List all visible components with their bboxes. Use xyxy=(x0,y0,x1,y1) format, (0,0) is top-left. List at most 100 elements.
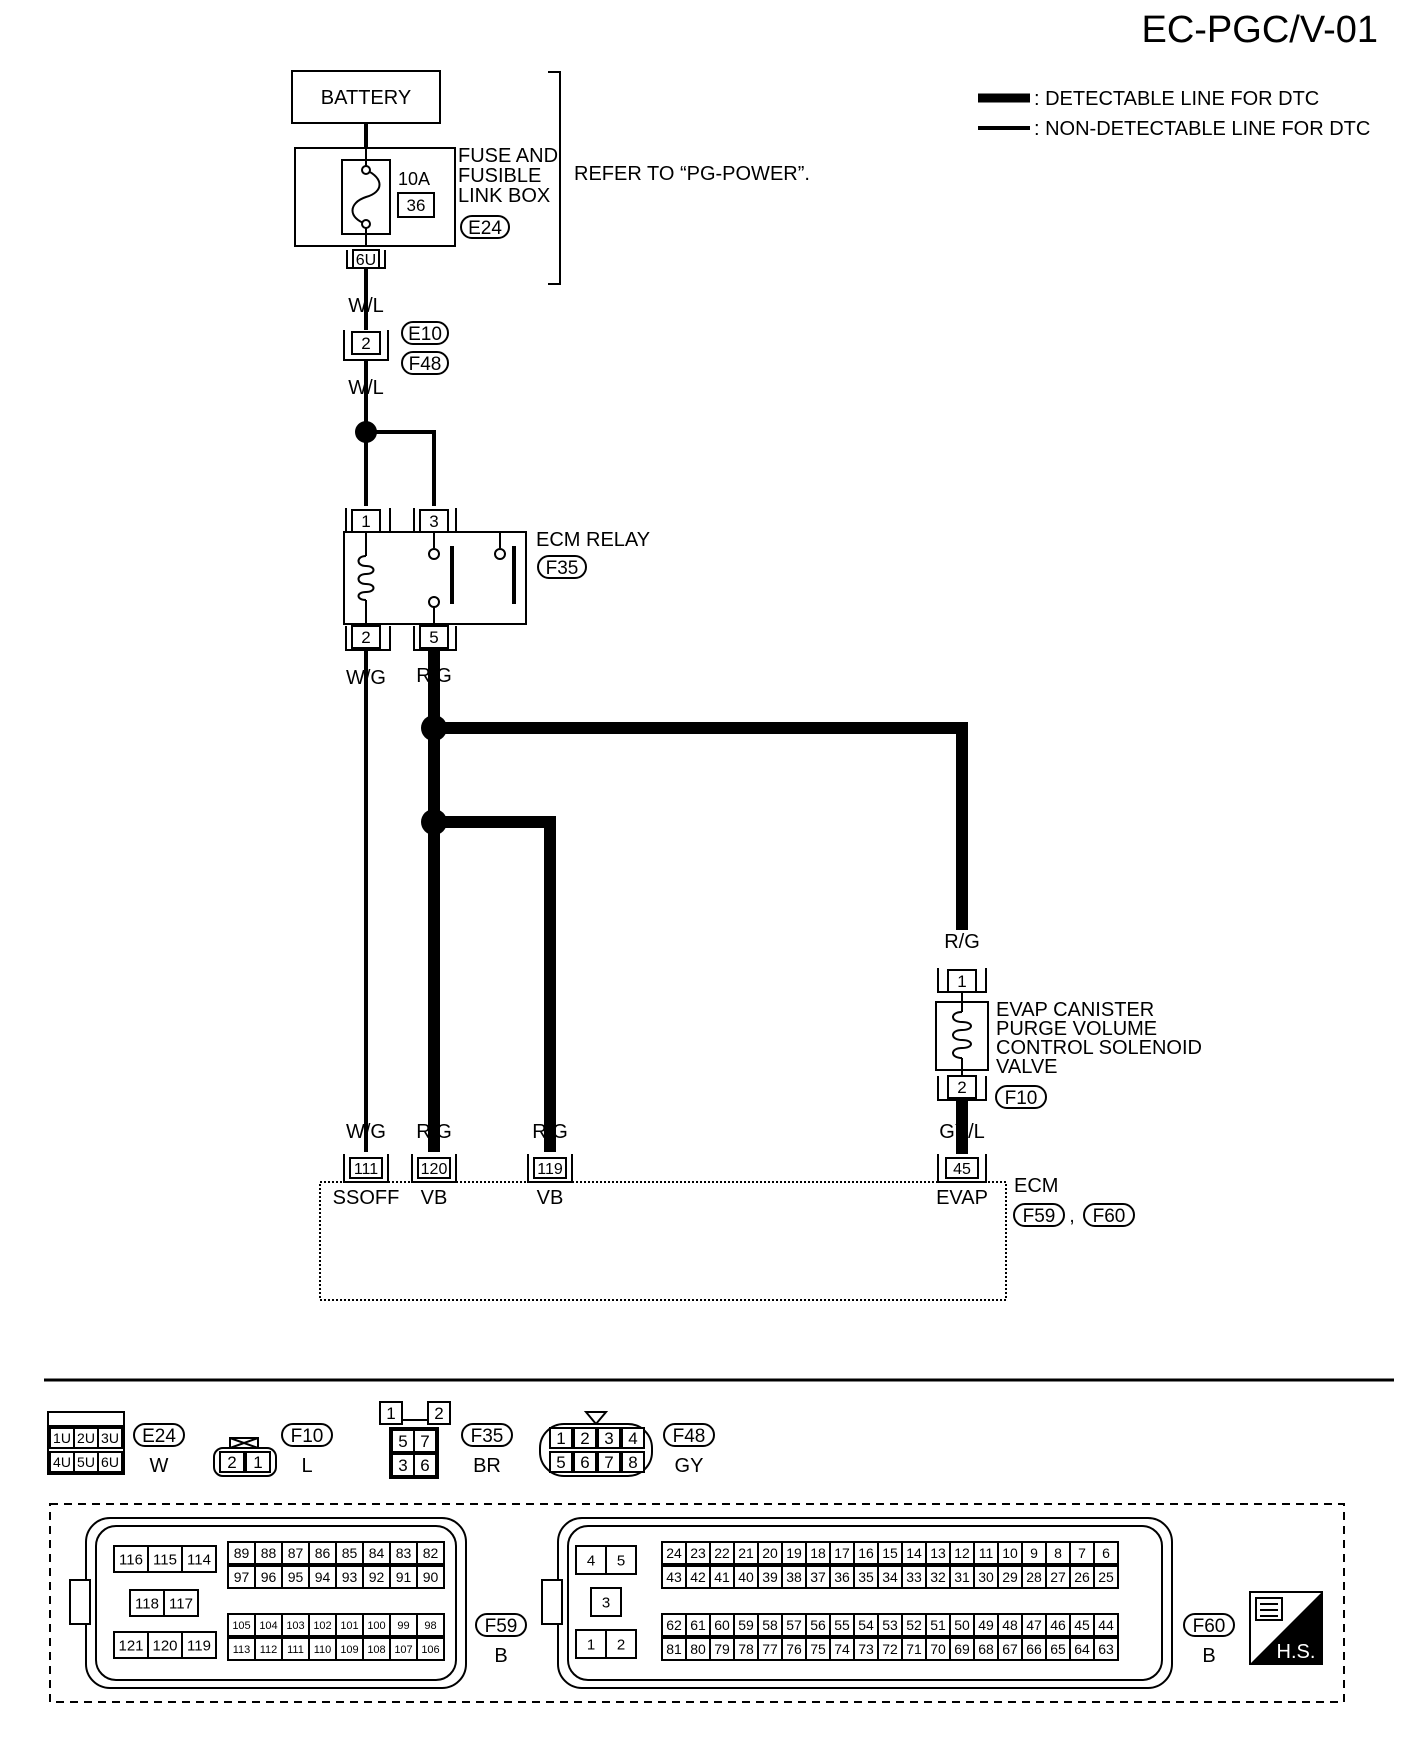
pin-label: 8 xyxy=(1054,1545,1062,1561)
pin-label: 45 xyxy=(1074,1617,1090,1633)
f59-ref: F59 xyxy=(485,1616,518,1637)
svg-text:1: 1 xyxy=(386,1404,395,1423)
svg-text:5: 5 xyxy=(556,1453,565,1472)
relay-coil xyxy=(357,555,375,601)
pin-label: 117 xyxy=(169,1595,193,1612)
pin-label: 79 xyxy=(714,1641,730,1657)
pin-label: 56 xyxy=(810,1617,826,1633)
pin-label: 5 xyxy=(617,1552,625,1569)
pin-label: 31 xyxy=(954,1569,970,1585)
pin-label: 103 xyxy=(286,1620,304,1632)
pin-label: 67 xyxy=(1002,1641,1018,1657)
pin-label: 108 xyxy=(367,1644,385,1656)
pin-label: 116 xyxy=(119,1551,143,1568)
pin-label: 73 xyxy=(858,1641,874,1657)
pin-label: 28 xyxy=(1026,1569,1042,1585)
svg-text:2: 2 xyxy=(580,1429,589,1448)
ecm-relay-name: ECM RELAY xyxy=(536,529,650,551)
pin-cell xyxy=(1093,1613,1119,1637)
pin-label: 88 xyxy=(261,1545,277,1561)
connector-view-f48: 1 2 3 4 5 6 7 8 F48 GY xyxy=(539,1411,715,1477)
refer-bracket xyxy=(548,71,561,285)
pin-label: 17 xyxy=(834,1545,850,1561)
pin-label: 34 xyxy=(882,1569,898,1585)
connector-view-e24: 1U 2U 3U 4U 5U 6U E24 W xyxy=(47,1411,185,1477)
pin-label: 72 xyxy=(882,1641,898,1657)
f35-color: BR xyxy=(473,1455,501,1477)
pin-label: 40 xyxy=(738,1569,754,1585)
f60-ref: F60 xyxy=(1193,1616,1226,1637)
page-id: EC-PGC/V-01 xyxy=(1141,9,1378,51)
pin-label: 62 xyxy=(666,1617,682,1633)
pin-label: 109 xyxy=(340,1644,358,1656)
pin-label: 85 xyxy=(342,1545,358,1561)
pin-cell xyxy=(605,1545,637,1575)
connector-views: 1U 2U 3U 4U 5U 6U E24 W 2 1 F10 L 1 2 xyxy=(47,1401,1345,1703)
connector-view-f35: 1 2 5 7 3 6 F35 BR xyxy=(379,1401,513,1479)
pin-label: 98 xyxy=(424,1620,436,1632)
pin-label: 54 xyxy=(858,1617,874,1633)
pin-cell xyxy=(605,1629,637,1659)
wire-color-wg-ecm: W/G xyxy=(346,1121,386,1143)
pin-cell xyxy=(113,1545,149,1573)
pin-cell xyxy=(129,1589,165,1617)
wire-color-wl-top: W/L xyxy=(348,295,384,317)
pin-label: 32 xyxy=(930,1569,946,1585)
pin-label: 105 xyxy=(232,1620,250,1632)
pin-cell xyxy=(590,1587,622,1617)
wire-color-wg-relay: W/G xyxy=(346,667,386,689)
wire-color-rg-relay: R/G xyxy=(416,665,452,687)
svg-text:2: 2 xyxy=(361,334,370,353)
pin-label: 74 xyxy=(834,1641,850,1657)
pin-label: 92 xyxy=(369,1569,385,1585)
pin-label: 93 xyxy=(342,1569,358,1585)
legend-detectable-label: : DETECTABLE LINE FOR DTC xyxy=(1034,88,1319,110)
ecm-signal-vb-2: VB xyxy=(537,1187,564,1209)
svg-text:3U: 3U xyxy=(101,1430,119,1446)
pin-label: 51 xyxy=(930,1617,946,1633)
svg-text:4: 4 xyxy=(628,1429,637,1448)
pin-label: 83 xyxy=(396,1545,412,1561)
svg-text:5: 5 xyxy=(398,1432,407,1451)
svg-text:6: 6 xyxy=(420,1456,429,1475)
ecm-signal-vb-1: VB xyxy=(421,1187,448,1209)
wire-color-rg-ecm120: R/G xyxy=(416,1121,452,1143)
svg-text:3: 3 xyxy=(429,512,438,531)
svg-text:2: 2 xyxy=(434,1404,443,1423)
pin-label: 12 xyxy=(954,1545,970,1561)
pin-label: 9 xyxy=(1030,1545,1038,1561)
pin-label: 91 xyxy=(396,1569,412,1585)
pin-label: 43 xyxy=(666,1569,682,1585)
pin-label: 96 xyxy=(261,1569,277,1585)
pin-label: 86 xyxy=(315,1545,331,1561)
f10-color: L xyxy=(301,1455,312,1477)
pin-cell xyxy=(181,1631,217,1659)
legend: : DETECTABLE LINE FOR DTC : NON-DETECTAB… xyxy=(978,88,1370,140)
pin-label: 114 xyxy=(187,1551,211,1568)
svg-text:2: 2 xyxy=(957,1078,966,1097)
pin-cell xyxy=(1093,1637,1119,1661)
svg-text:7: 7 xyxy=(604,1453,613,1472)
pin-label: 27 xyxy=(1050,1569,1066,1585)
solenoid-name-2: PURGE VOLUME xyxy=(996,1018,1157,1040)
pin-cell xyxy=(416,1541,445,1565)
svg-text:45: 45 xyxy=(953,1161,971,1178)
pin-label: 42 xyxy=(690,1569,706,1585)
svg-text:8: 8 xyxy=(628,1453,637,1472)
pin-label: 66 xyxy=(1026,1641,1042,1657)
pin-label: 113 xyxy=(233,1644,251,1656)
pin-label: 55 xyxy=(834,1617,850,1633)
svg-text:120: 120 xyxy=(421,1161,448,1178)
joint-connector: 2 E10 F48 xyxy=(343,321,449,375)
pin-label: 84 xyxy=(369,1545,385,1561)
pin-label: 60 xyxy=(714,1617,730,1633)
svg-text:4U: 4U xyxy=(53,1454,71,1470)
wire-color-rg-solenoid: R/G xyxy=(944,931,980,953)
fuse-rating: 10A xyxy=(398,169,430,189)
pin-label: 119 xyxy=(187,1637,211,1654)
pin-label: 52 xyxy=(906,1617,922,1633)
pin-label: 19 xyxy=(786,1545,802,1561)
pin-label: 7 xyxy=(1078,1545,1086,1561)
pin-label: 39 xyxy=(762,1569,778,1585)
